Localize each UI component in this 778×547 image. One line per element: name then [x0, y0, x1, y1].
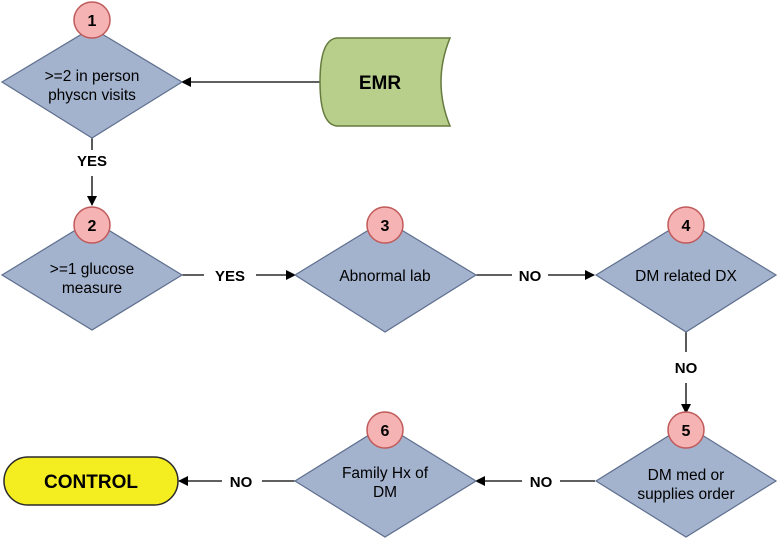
control-label: CONTROL	[44, 472, 138, 493]
decision-diamond	[293, 424, 478, 538]
decision-diamond	[293, 219, 478, 333]
edge-label-d3-to-d4: NO	[519, 268, 542, 285]
decision-label-line-1: Abnormal lab	[339, 268, 430, 285]
step-badge	[667, 206, 705, 244]
step-badge	[667, 411, 705, 449]
step-badge	[73, 1, 111, 39]
step-badge	[73, 206, 111, 244]
decision-label-line-2: DM	[373, 484, 397, 501]
decision-diamond	[0, 27, 184, 139]
decision-label-line-2: physcn visits	[48, 87, 136, 104]
step-number: 6	[381, 423, 390, 440]
decision-label-line-1: >=2 in person	[45, 68, 140, 85]
decision-diamond	[594, 424, 778, 538]
decision-label-line-1: Family Hx of	[342, 465, 429, 482]
step-number: 2	[88, 218, 97, 235]
edge-label-d6-to-control: NO	[230, 474, 253, 491]
decision-label-line-2: supplies order	[637, 486, 734, 503]
decision-2: >=1 glucose measure 2	[0, 206, 184, 331]
decision-1: >=2 in person physcn visits 1	[0, 1, 184, 139]
edge-label-d5-to-d6: NO	[530, 474, 553, 491]
edge-label-d2-to-d3: YES	[215, 268, 245, 285]
emr-source: EMR	[319, 37, 452, 127]
emr-label: EMR	[359, 73, 402, 94]
control-terminal: CONTROL	[3, 456, 179, 506]
decision-diamond	[0, 219, 184, 331]
decision-5: DM med or supplies order 5	[594, 411, 778, 538]
step-number: 1	[88, 13, 97, 30]
decision-label-line-1: DM related DX	[635, 268, 737, 285]
control-shape	[3, 456, 179, 506]
decision-4: DM related DX 4	[594, 206, 778, 333]
edge-label-d4-to-d5: NO	[675, 360, 698, 377]
decision-6: Family Hx of DM 6	[293, 411, 478, 538]
step-number: 5	[682, 423, 691, 440]
step-badge	[366, 206, 404, 244]
edge-label-d1-to-d2: YES	[77, 153, 107, 170]
decision-label-line-2: measure	[62, 280, 122, 297]
decision-diamond	[594, 219, 778, 333]
emr-shape	[319, 37, 452, 127]
decision-label-line-1: DM med or	[648, 467, 725, 484]
decision-label-line-1: >=1 glucose	[50, 261, 134, 278]
decision-3: Abnormal lab 3	[293, 206, 478, 333]
step-number: 3	[381, 218, 390, 235]
step-number: 4	[682, 218, 691, 235]
step-badge	[366, 411, 404, 449]
